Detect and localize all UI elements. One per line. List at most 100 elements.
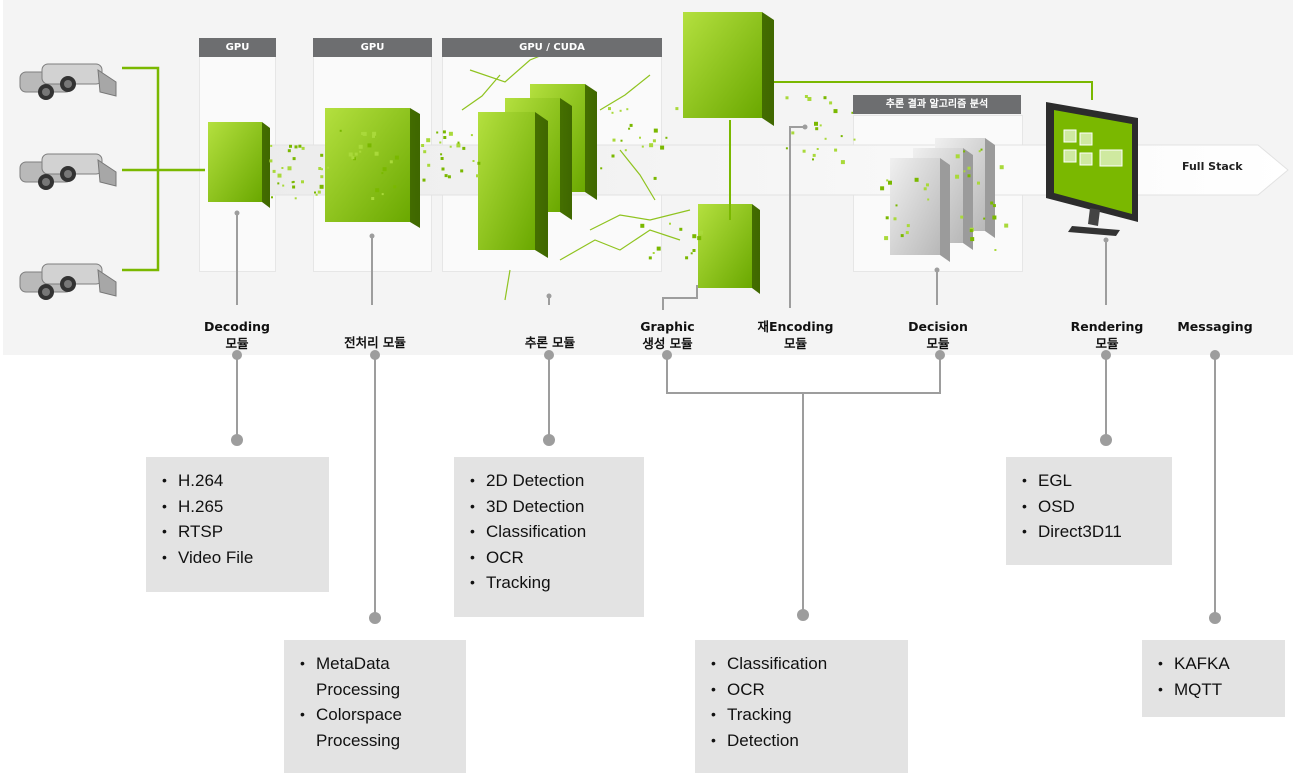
list-item: MQTT [1156, 677, 1285, 703]
reencoding-block [683, 12, 774, 126]
list-item: Detection [709, 728, 908, 754]
graphic-line-2: 생성 모듈 [642, 336, 693, 351]
particle-dot [815, 127, 819, 131]
particle-dot [476, 174, 479, 178]
particle-dot [802, 149, 806, 153]
list-item: Classification [709, 651, 908, 677]
particle-dot [626, 108, 629, 111]
particle-dot [294, 145, 298, 149]
gray-connectors [236, 126, 1216, 618]
preprocess-line-1: 전처리 모듈 [344, 335, 406, 350]
graphic-module-label: Graphic 생성 모듈 [625, 318, 710, 352]
inference-line-1: 추론 모듈 [524, 335, 576, 350]
particle-dot [354, 152, 358, 156]
particle-dot [353, 157, 356, 161]
particle-dot [679, 227, 683, 231]
messaging-module-label: Messaging [1165, 318, 1265, 335]
list-item: Colorspace [298, 702, 466, 728]
particle-dot [648, 256, 652, 260]
list-item: 3D Detection [468, 494, 644, 520]
inference-blocks [478, 84, 597, 258]
particle-dot [393, 185, 397, 189]
particle-dot [955, 174, 960, 179]
list-item: Video File [160, 545, 329, 571]
particle-dot [923, 187, 927, 191]
particle-dot [785, 147, 788, 150]
preprocess-info-list: MetaData Processing Colorspace Processin… [284, 640, 466, 753]
gpu-cuda-header: GPU / CUDA [442, 38, 662, 57]
cctv-camera-icon [19, 63, 117, 100]
messaging-info-list: KAFKA MQTT [1142, 640, 1285, 702]
particle-dot [382, 167, 387, 172]
particle-dot [624, 149, 627, 152]
particle-dot [317, 190, 321, 194]
list-item: OCR [709, 677, 908, 703]
particle-dot [339, 129, 342, 132]
particle-dot [358, 144, 363, 149]
particle-dot [886, 179, 889, 182]
decoding-info-list: H.264 H.265 RTSP Video File [146, 457, 329, 570]
preprocess-block [325, 108, 420, 228]
particle-dot [612, 138, 616, 142]
particle-dot [351, 156, 355, 160]
particle-dot [361, 132, 365, 135]
cctv-camera-icon [19, 263, 117, 300]
particle-dot [900, 234, 904, 238]
particle-dot [880, 186, 885, 191]
list-item: Classification [468, 519, 644, 545]
particle-dot [675, 107, 679, 111]
particle-dot [992, 204, 996, 208]
particle-dot [812, 158, 814, 161]
particle-dot [436, 131, 439, 134]
particle-dot [371, 197, 375, 200]
decoding-block [208, 122, 270, 208]
particle-dot [665, 136, 668, 139]
graphic-line-1: Graphic [640, 319, 695, 334]
particle-dot [320, 153, 324, 157]
particle-dot [292, 180, 295, 183]
particle-dot [653, 176, 657, 180]
particle-dot [292, 185, 296, 189]
particle-dot [439, 141, 442, 144]
particle-dot [477, 161, 481, 165]
list-item: MetaData [298, 651, 466, 677]
particle-dot [692, 234, 697, 239]
network-lines [461, 47, 691, 301]
particle-dot [640, 223, 645, 228]
monitor-icon [1046, 102, 1138, 236]
decision-line-1: Decision [908, 319, 968, 334]
particle-dot [990, 201, 994, 205]
particle-dot [281, 167, 284, 169]
graphic-decision-info-list: Classification OCR Tracking Detection [695, 640, 908, 753]
rendering-info-list: EGL OSD Direct3D11 [1006, 457, 1172, 545]
particle-dot [456, 143, 461, 148]
particle-dot [963, 150, 966, 153]
particle-dot [963, 170, 966, 173]
particle-dot [978, 150, 981, 153]
particle-dot [994, 249, 997, 251]
particle-dot [272, 169, 276, 173]
list-item: Processing [316, 730, 401, 750]
preprocess-info-box: MetaData Processing Colorspace Processin… [284, 640, 466, 773]
rendering-info-box: EGL OSD Direct3D11 [1006, 457, 1172, 565]
particle-dot [611, 154, 615, 158]
particle-dot [442, 130, 446, 134]
particle-dot [977, 181, 980, 185]
particle-dot [362, 131, 367, 136]
particle-dot [823, 96, 827, 100]
particle-dot [999, 165, 1004, 170]
particle-dot [298, 144, 302, 148]
data-particles [269, 95, 1009, 260]
particle-dot [372, 134, 375, 138]
particle-dot [807, 97, 812, 101]
particle-dot [629, 123, 633, 127]
particle-dot [426, 138, 431, 143]
particle-dot [639, 136, 641, 139]
decision-header: 추론 결과 알고리즘 분석 [853, 95, 1021, 114]
reencoding-line-1: 재Encoding [757, 319, 834, 334]
decoding-module-label: Decoding 모듈 [197, 318, 277, 352]
particle-dot [301, 180, 304, 184]
particle-dot [840, 160, 845, 165]
particle-dot [620, 139, 623, 142]
